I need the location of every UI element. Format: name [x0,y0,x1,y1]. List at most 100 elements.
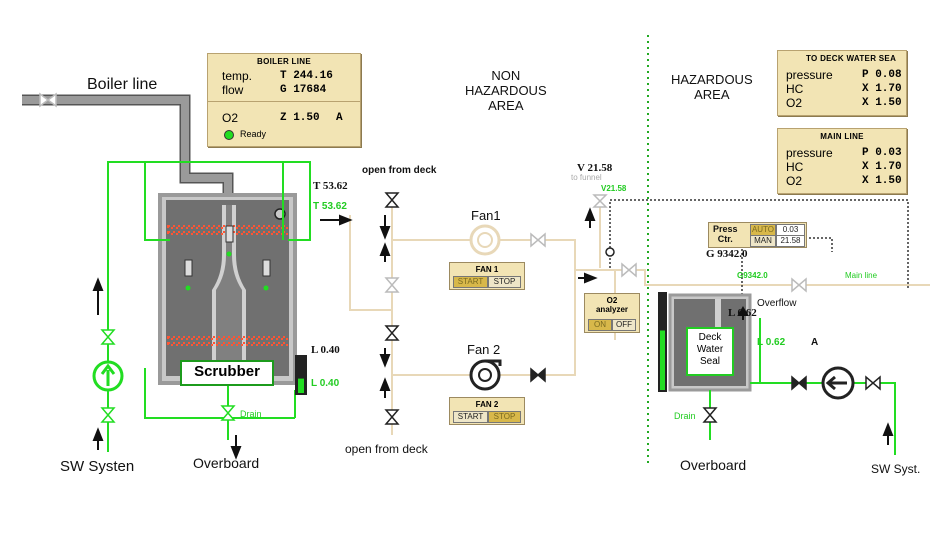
o2-analyzer-on-button[interactable]: ON [588,319,612,331]
fan1-panel-title: FAN 1 [475,265,499,274]
fan2-label: Fan 2 [467,342,501,357]
o2-analyzer-panel: O2 analyzer ON OFF [584,293,640,333]
non-hazardous-label: NON HAZARDOUS AREA [465,68,547,113]
funnel-valve-readout-green: V21.58 [601,184,627,193]
scrubber-label: Scrubber [180,360,274,386]
valve-drain-left-icon [220,405,236,421]
main-panel-title: MAIN LINE [820,132,864,141]
valve-deck-low-icon [384,325,400,341]
valve-main-line-icon [791,277,807,293]
boiler-o2-value: Z 1.50 [280,112,320,124]
fan1-start-button[interactable]: START [453,276,488,288]
valve-boiler-line-icon [39,92,57,108]
main-hc-value: X 1.70 [862,161,902,173]
boiler-line-label: Boiler line [87,76,158,93]
hazardous-label: HAZARDOUS AREA [671,72,753,102]
fan1-stop-button[interactable]: STOP [488,276,521,288]
deck-panel-title: TO DECK WATER SEA [806,54,897,63]
main-o2-value: X 1.50 [862,175,902,187]
valve-drain-right-icon [702,407,718,423]
fan2-icon [469,359,502,391]
drain-left-label: Drain [240,409,262,419]
valve-o2-icon [621,262,637,278]
gas-flow-readout-green: G9342.0 [737,271,768,280]
o2-sensor-icon [605,247,615,257]
temp-readout-green: T 53.62 [313,201,347,212]
fan2-stop-button[interactable]: STOP [488,411,521,423]
temp-readout-black: T 53.62 [313,180,348,192]
scrubber-level-readout-green: L 0.40 [311,378,340,389]
control-dashed-lines [609,199,909,310]
scrubber-level-fill [298,378,304,393]
ready-indicator-icon [224,130,234,140]
main-o2-label: O2 [786,174,803,188]
boiler-flow-value: G 17684 [280,84,327,96]
valve-fan1-out-icon [530,232,546,248]
main-pressure-value: P 0.03 [862,147,902,159]
open-from-deck-top-label: open from deck [362,165,437,176]
to-funnel-label: to funnel [571,173,602,182]
gas-flow-readout-black: G 9342.0 [706,248,748,260]
sw-system-right-label: SW Syst. [871,462,921,476]
fan2-control-panel: FAN 2 START STOP [449,397,525,425]
boiler-o2-label: O2 [222,111,239,125]
spray-dots-bottom [167,336,288,346]
valve-deck-top-icon [384,192,400,208]
boiler-panel-title: BOILER LINE [257,57,311,66]
funnel-valve-readout-black: V 21.58 [577,162,613,174]
valve-deck-mid-icon [384,277,400,293]
sw-piping-left [107,161,311,452]
deck-water-seal-panel: TO DECK WATER SEA pressure P 0.08 HC X 1… [777,50,907,116]
ready-status: Ready [240,129,267,139]
fan1-control-panel: FAN 1 START STOP [449,262,525,290]
overflow-label: Overflow [757,298,797,309]
deck-hc-label: HC [786,82,804,96]
o2-analyzer-title: O2 analyzer [595,296,629,314]
press-ctr-title: Press Ctr. [713,224,738,244]
sw-pump-left-icon [92,360,124,392]
fan1-icon [469,224,501,256]
valve-sw-lower-icon [100,407,116,423]
main-line-label: Main line [845,271,878,280]
scrubber-vessel [158,193,297,385]
deck-o2-label: O2 [786,96,803,110]
valve-fan2-out-icon [530,367,546,383]
deck-hc-value: X 1.70 [862,83,902,95]
fan1-label: Fan1 [471,208,501,223]
fan2-start-button[interactable]: START [453,411,488,423]
boiler-line-panel: BOILER LINE temp. T 244.16 flow G 17684 … [207,53,361,147]
seal-alarm-unit: A [811,337,819,348]
valve-sw-upper-icon [100,329,116,345]
deck-water-seal-label: Deck Water Seal [686,327,734,376]
valve-pump-out-icon [865,375,881,391]
scrubber-level-readout-black: L 0.40 [311,344,340,356]
press-ctr-man-button[interactable]: MAN [750,235,776,247]
valve-funnel-icon [592,194,608,208]
press-ctr-output[interactable]: 21.58 [776,235,805,247]
boiler-temp-label: temp. [222,69,253,83]
open-from-deck-bottom-label: open from deck [345,442,428,456]
main-pressure-label: pressure [786,146,833,160]
press-ctr-panel: Press Ctr. AUTO MAN 0.03 21.58 [708,222,807,248]
flow-arrows [92,207,894,460]
seal-level-readout-black: L 0.62 [728,307,757,319]
deck-pressure-label: pressure [786,68,833,82]
overboard-right-label: Overboard [680,457,747,473]
drain-right-label: Drain [674,411,696,421]
main-hc-label: HC [786,160,804,174]
boiler-temp-value: T 244.16 [280,70,333,82]
valve-pump-in-icon [791,375,807,391]
sw-pump-right-icon [821,366,855,400]
fan2-panel-title: FAN 2 [475,400,499,409]
seal-level-fill [660,330,665,390]
o2-analyzer-off-button[interactable]: OFF [612,319,636,331]
valve-deck-bottom-icon [384,409,400,425]
deck-o2-value: X 1.50 [862,97,902,109]
gas-piping [349,200,930,435]
sw-system-left-label: SW Systen [60,458,135,475]
deck-pressure-value: P 0.08 [862,69,902,81]
seal-level-readout-green: L 0.62 [757,337,786,348]
boiler-o2-unit: A [336,112,343,124]
main-line-panel: MAIN LINE pressure P 0.03 HC X 1.70 O2 X… [777,128,907,194]
overboard-left-label: Overboard [193,455,260,471]
